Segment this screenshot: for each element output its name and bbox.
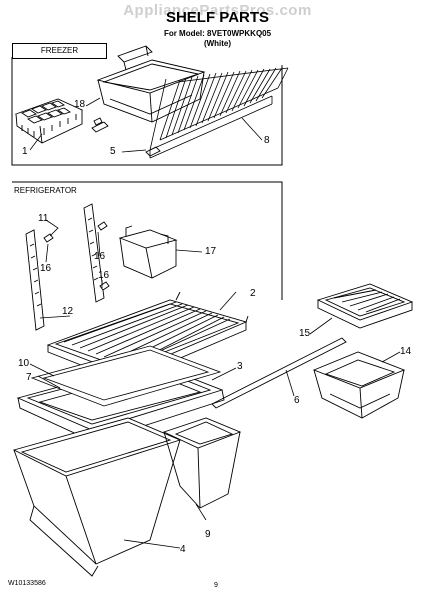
crisper-drawer-part [312, 351, 406, 419]
callout-16-c: 16 [98, 270, 110, 281]
rail-part [211, 337, 347, 409]
color-line: (White) [203, 39, 232, 48]
document-number: W10133586 [8, 580, 46, 587]
callout-4: 4 [180, 544, 186, 555]
watermark-text: AppliancePartsPros.com [123, 2, 312, 19]
refrigerator-section-frame [12, 181, 283, 300]
crisper-glass-part [30, 345, 222, 407]
callout-2: 2 [250, 288, 256, 299]
leader-lines [29, 97, 401, 549]
door-bin-part [118, 225, 178, 279]
callout-5: 5 [110, 146, 116, 157]
freezer-section-frame [11, 57, 283, 166]
callout-11: 11 [38, 213, 49, 224]
page-title: SHELF PARTS [165, 9, 270, 26]
callout-10: 10 [18, 358, 30, 369]
large-pan-left-part [12, 417, 182, 577]
callout-8: 8 [264, 135, 270, 146]
callout-18: 18 [74, 99, 86, 110]
refrigerator-section-label: REFRIGERATOR [14, 186, 77, 195]
callout-6: 6 [294, 395, 300, 406]
callout-17: 17 [205, 246, 217, 257]
large-pan-right-part [162, 417, 242, 509]
glass-shelf-part [46, 291, 249, 383]
callout-16-b: 16 [94, 251, 106, 262]
model-line: For Model: 8VET0WPKKQ05 [163, 29, 272, 38]
callout-9: 9 [205, 529, 211, 540]
callout-14: 14 [400, 346, 412, 357]
callout-7: 7 [26, 372, 32, 383]
ice-tray-part [14, 98, 84, 144]
callout-1: 1 [22, 146, 28, 157]
freezer-basket-part [96, 45, 206, 123]
freezer-wire-shelf-part [149, 67, 289, 159]
crisper-cover-part [316, 283, 414, 329]
callout-15: 15 [299, 328, 311, 339]
callout-16-a: 16 [40, 263, 52, 274]
freezer-section-label: FREEZER [12, 43, 107, 59]
callout-3: 3 [237, 361, 243, 372]
callout-12: 12 [62, 306, 74, 317]
page-number: 9 [214, 582, 218, 589]
shelf-ladder-parts [25, 203, 110, 331]
